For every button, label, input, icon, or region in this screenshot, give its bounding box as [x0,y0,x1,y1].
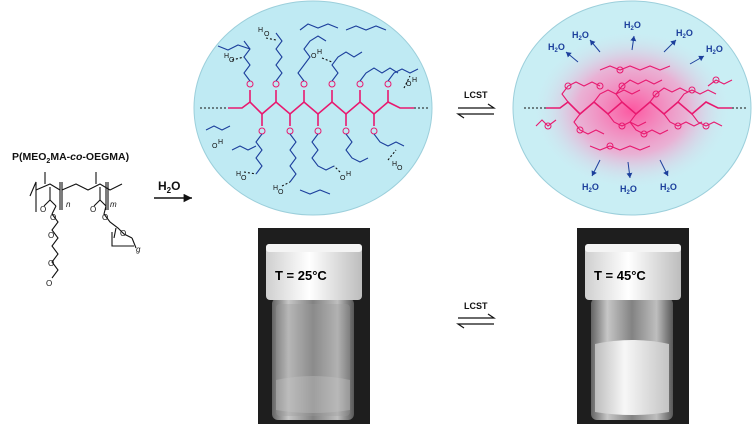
water-molecule: H2O [572,30,601,53]
svg-text:O: O [48,231,54,240]
svg-text:H: H [236,171,241,178]
water-molecule: H2O [663,28,693,53]
svg-text:H: H [317,49,322,56]
photo-turbid-solution: T = 45°C [577,228,689,424]
svg-text:O: O [40,205,46,214]
svg-text:n: n [66,200,71,209]
photo-clear-solution: T = 25°C [258,228,370,424]
svg-text:O: O [46,279,52,288]
svg-text:H: H [412,77,417,84]
water-molecule: H2O [689,44,723,65]
svg-text:H2O: H2O [548,42,565,54]
hydrated-coil-bubble: HO HO OH OH HO HO OH HO OH [193,0,433,216]
water-molecule: H2O [624,20,641,51]
svg-text:H2O: H2O [572,30,589,42]
svg-text:O: O [48,259,54,268]
svg-text:O: O [50,213,56,222]
polymer-structure: P(MEO2MA-co-OEGMA) OO [12,151,141,288]
svg-text:g: g [136,245,141,254]
svg-text:O: O [406,81,412,88]
lcst-equilibrium-top: LCST [456,90,496,119]
water-molecule: H2O [620,161,637,196]
water-molecules: H2O H2O H2O H2O H2O H2O [548,20,723,196]
svg-text:H: H [258,27,263,34]
svg-text:O: O [102,213,108,222]
svg-text:O: O [241,175,247,182]
add-water-arrow: H2O [154,179,192,203]
svg-text:H2O: H2O [676,28,693,40]
temp-caption-left: T = 25°C [275,268,327,283]
svg-text:H2O: H2O [706,44,723,56]
water-molecule: H2O [582,159,601,194]
svg-text:O: O [90,205,96,214]
svg-text:H2O: H2O [660,182,677,194]
svg-text:LCST: LCST [464,90,488,100]
svg-text:H: H [218,139,223,146]
lcst-equilibrium-bottom: LCST [456,301,496,329]
svg-text:m: m [110,200,117,209]
svg-text:H: H [224,53,229,60]
svg-text:H: H [346,171,351,178]
svg-text:O: O [311,53,317,60]
svg-text:H: H [392,161,397,168]
bubble-left-bg [193,0,433,216]
temp-caption-right: T = 45°C [594,268,646,283]
svg-text:O: O [120,229,126,238]
svg-text:H2O: H2O [582,182,599,194]
svg-text:H: H [273,185,278,192]
water-molecule: H2O [659,159,677,194]
collapsed-globule-bubble: H2O H2O H2O H2O H2O H2O [512,0,752,216]
polymer-name: P(MEO2MA-co-OEGMA) [12,151,129,165]
svg-text:O: O [212,143,218,150]
svg-text:O: O [264,31,270,38]
water-molecule: H2O [548,42,579,63]
svg-text:O: O [397,165,403,172]
svg-text:H2O: H2O [620,184,637,196]
svg-text:O: O [278,189,284,196]
svg-text:H2O: H2O [624,20,641,32]
svg-text:O: O [229,57,235,64]
svg-text:O: O [340,175,346,182]
svg-text:H2O: H2O [158,179,180,195]
svg-text:LCST: LCST [464,301,488,311]
